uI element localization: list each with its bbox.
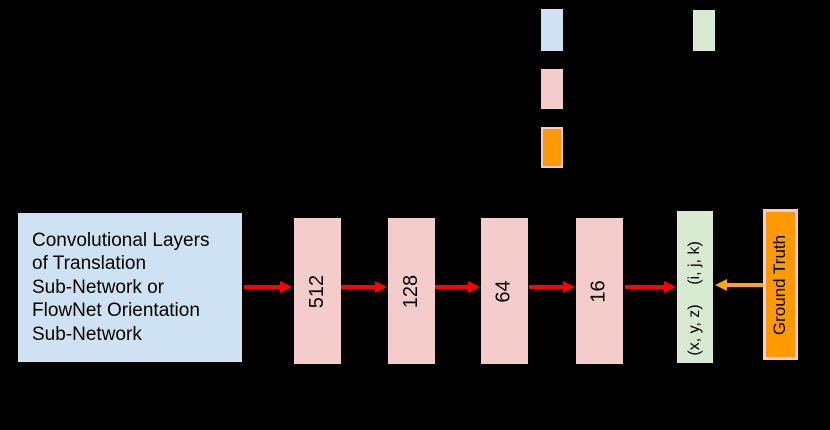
fc-layer-label: 128 — [400, 274, 422, 308]
arrow-head — [468, 281, 480, 293]
ground-truth-box: Ground Truth — [763, 209, 798, 360]
conv-box-line: Sub-Network or — [32, 276, 164, 298]
arrow-head — [664, 281, 676, 293]
red-arrow-right-icon — [341, 281, 387, 293]
legend-swatch-green — [693, 10, 715, 51]
conv-subnetwork-box: Convolutional Layers of Translation Sub-… — [18, 213, 242, 362]
conv-box-line: Convolutional Layers — [32, 229, 210, 251]
legend-swatch-blue — [541, 9, 563, 51]
fc-layer-label: 64 — [493, 279, 515, 303]
fc-layer-bar: 512 — [294, 218, 341, 364]
output-label-xyz: (x, y, z) — [686, 304, 703, 356]
arrow-shaft — [725, 283, 763, 287]
arrow-head — [280, 281, 292, 293]
arrow-head — [715, 279, 727, 291]
ground-truth-label: Ground Truth — [770, 234, 790, 335]
arrow-shaft — [625, 285, 666, 289]
arrow-head — [375, 281, 387, 293]
arrow-shaft — [341, 285, 377, 289]
fc-layer-bar: 16 — [576, 218, 623, 364]
output-label-ijk: (i, j, k) — [686, 241, 703, 285]
red-arrow-right-icon — [435, 281, 480, 293]
legend-swatch-pink — [541, 69, 563, 109]
orange-arrow-left-icon — [715, 279, 763, 291]
fc-layer-label: 16 — [588, 279, 610, 303]
conv-box-line: of Translation — [32, 253, 147, 275]
conv-box-line: FlowNet Orientation — [32, 300, 200, 322]
red-arrow-right-icon — [529, 281, 575, 293]
fc-layer-label: 512 — [306, 274, 328, 308]
fc-layer-bar: 64 — [481, 218, 528, 364]
red-arrow-right-icon — [244, 281, 292, 293]
legend-swatch-orange — [541, 127, 563, 168]
arrow-shaft — [529, 285, 565, 289]
red-arrow-right-icon — [625, 281, 676, 293]
conv-box-line: Sub-Network — [32, 323, 142, 345]
fc-layer-bar: 128 — [388, 218, 435, 364]
arrow-head — [563, 281, 575, 293]
arrow-shaft — [435, 285, 470, 289]
output-box: (i, j, k) (x, y, z) — [677, 211, 713, 363]
arrow-shaft — [244, 285, 282, 289]
